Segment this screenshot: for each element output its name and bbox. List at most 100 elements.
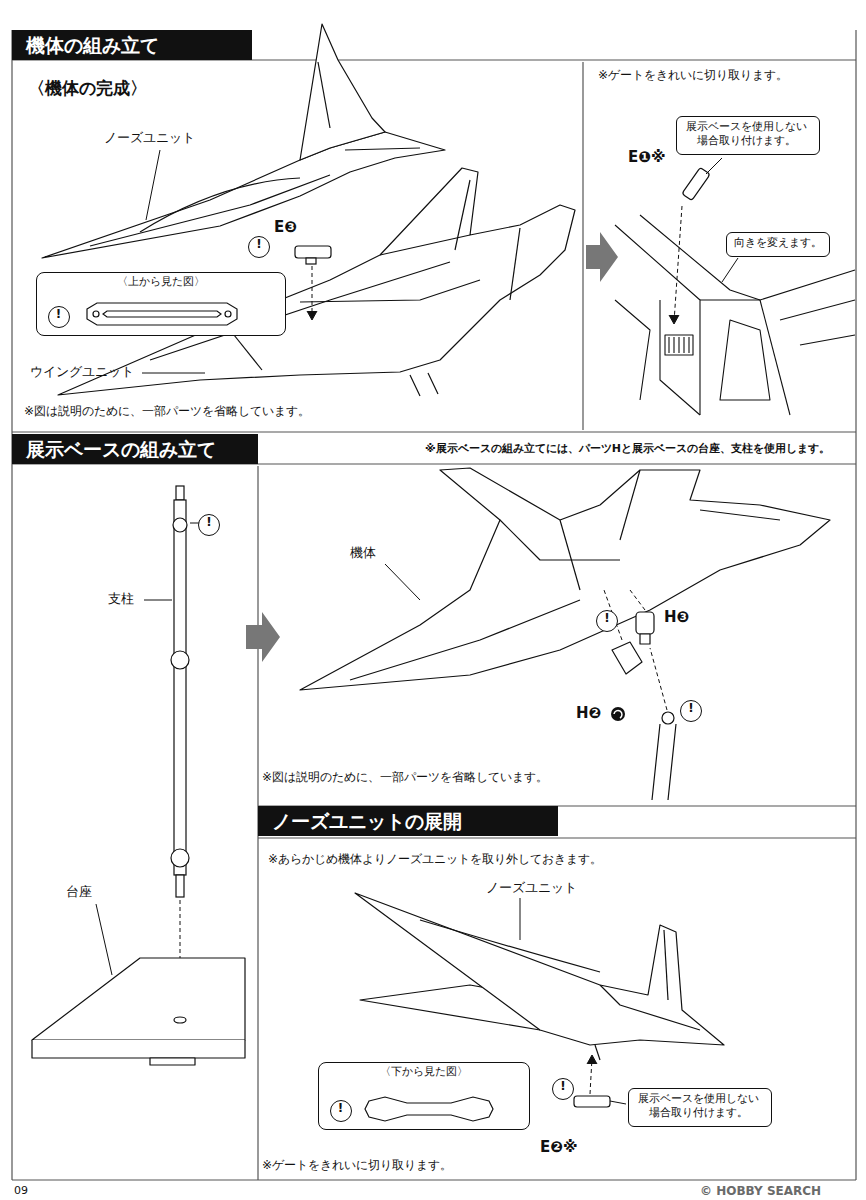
aircraft-drawing xyxy=(350,600,580,680)
stand-base xyxy=(32,958,245,1065)
heading-text: 展示ベースの組み立て xyxy=(26,434,244,464)
part-h xyxy=(612,642,642,674)
underside-detail xyxy=(800,335,855,345)
leader-line xyxy=(142,373,205,374)
stand-post xyxy=(176,486,184,500)
dashed-arrow xyxy=(604,590,667,710)
view-callout: 〈上から見た図〉! xyxy=(36,272,286,336)
part-name: 機体 xyxy=(350,545,376,561)
part-e1 xyxy=(682,167,710,200)
stand-base xyxy=(32,1040,245,1058)
aircraft-drawing xyxy=(560,520,580,590)
view-inset xyxy=(93,311,231,317)
leader-line xyxy=(144,600,172,601)
part-name: ノーズユニット xyxy=(104,130,195,146)
part-name: 支柱 xyxy=(108,591,134,607)
dashed-arrow xyxy=(307,266,317,320)
underside-detail xyxy=(760,300,790,415)
nose-unit-drawing xyxy=(595,1045,600,1060)
caution-mark: ! xyxy=(596,610,618,632)
caution-mark: ! xyxy=(248,236,270,258)
part-e3 xyxy=(306,258,316,264)
view-callout: 〈下から見た図〉! xyxy=(318,1062,530,1130)
stand-base xyxy=(150,1058,195,1065)
underside-detail xyxy=(700,299,760,300)
note-callout: 展示ベースを使用しない 場合取り付けます。 xyxy=(676,116,820,155)
aircraft-drawing xyxy=(500,520,620,560)
nose-unit-drawing xyxy=(600,985,700,1030)
dashed-arrow xyxy=(630,590,645,610)
part-h xyxy=(636,612,654,634)
caution-text: ! xyxy=(199,515,219,530)
leader-line xyxy=(610,1101,626,1104)
caution-mark: ! xyxy=(48,306,70,328)
part-e1 xyxy=(682,167,710,200)
caution-mark: ! xyxy=(552,1078,574,1100)
part-e2 xyxy=(574,1096,610,1107)
page-frame xyxy=(855,30,856,1180)
underside-detail xyxy=(780,300,855,320)
view-inset xyxy=(365,1097,493,1121)
part-number: H❷ xyxy=(576,704,601,722)
nose-unit-drawing xyxy=(420,920,600,972)
part-h xyxy=(640,634,650,644)
page-frame xyxy=(12,431,856,432)
leader-line xyxy=(674,206,682,322)
stand-post xyxy=(176,875,184,897)
swirl-icon xyxy=(611,707,625,721)
leader-line xyxy=(96,523,216,975)
nose-unit-drawing xyxy=(664,930,668,1000)
note: ※図は説明のために、一部パーツを省略しています。 xyxy=(24,404,310,418)
stand-post xyxy=(171,651,189,669)
part-h xyxy=(612,612,676,800)
stand-post xyxy=(171,849,189,867)
aircraft-drawing xyxy=(620,470,640,540)
leader-line xyxy=(385,564,420,600)
leader-line xyxy=(520,898,521,940)
dashed-arrow xyxy=(587,1055,597,1094)
leader-line xyxy=(669,315,679,324)
note-callout: 展示ベースを使用しない 場合取り付けます。 xyxy=(628,1088,772,1127)
leader-line xyxy=(142,373,205,374)
callout-text: 展示ベースを使用しない 場合取り付けます。 xyxy=(635,1092,763,1121)
stand-base xyxy=(174,1017,186,1023)
note: ※展示ベースの組み立てには、パーツHと展示ベースの台座、支柱を使用します。 xyxy=(425,442,830,455)
underside-detail xyxy=(660,300,700,415)
part-number: E❶※ xyxy=(628,148,666,166)
note: ※ゲートをきれいに切り取ります。 xyxy=(262,1158,452,1172)
page-frame xyxy=(12,30,856,1180)
page-frame xyxy=(12,1179,856,1180)
step-arrow xyxy=(246,612,280,662)
heading-text: ノーズユニットの展開 xyxy=(272,806,544,836)
step-arrow xyxy=(586,232,618,282)
nose-unit-drawing xyxy=(345,148,420,150)
page-frame xyxy=(258,837,856,838)
stand-base xyxy=(32,958,245,1040)
part-e3 xyxy=(295,246,331,258)
underside-detail xyxy=(720,320,770,400)
aircraft-drawing xyxy=(300,468,830,690)
part-number: E❷※ xyxy=(540,1138,578,1156)
underside-detail xyxy=(669,337,689,353)
dashed-arrow xyxy=(312,266,313,318)
part-number: E❸ xyxy=(274,218,297,236)
caution-text: ! xyxy=(49,307,69,322)
caution-text: ! xyxy=(597,611,617,626)
page-frame xyxy=(582,62,583,430)
heading-text: 機体の組み立て xyxy=(26,30,238,60)
section-heading: ノーズユニットの展開 xyxy=(258,806,558,836)
leader-line xyxy=(96,904,112,975)
leader-line xyxy=(722,258,738,282)
aircraft-drawing xyxy=(700,510,780,520)
stand-post xyxy=(174,500,186,875)
page-number: 09 xyxy=(14,1184,28,1197)
caution-text: ! xyxy=(553,1079,573,1094)
callout-text: 〈下から見た図〉 xyxy=(319,1065,529,1079)
caution-mark: ! xyxy=(330,1100,352,1122)
note: ※図は説明のために、一部パーツを省略しています。 xyxy=(262,770,548,784)
page-frame xyxy=(11,30,12,1180)
view-inset xyxy=(87,303,237,325)
note-callout: 向きを変えます。 xyxy=(726,232,830,257)
